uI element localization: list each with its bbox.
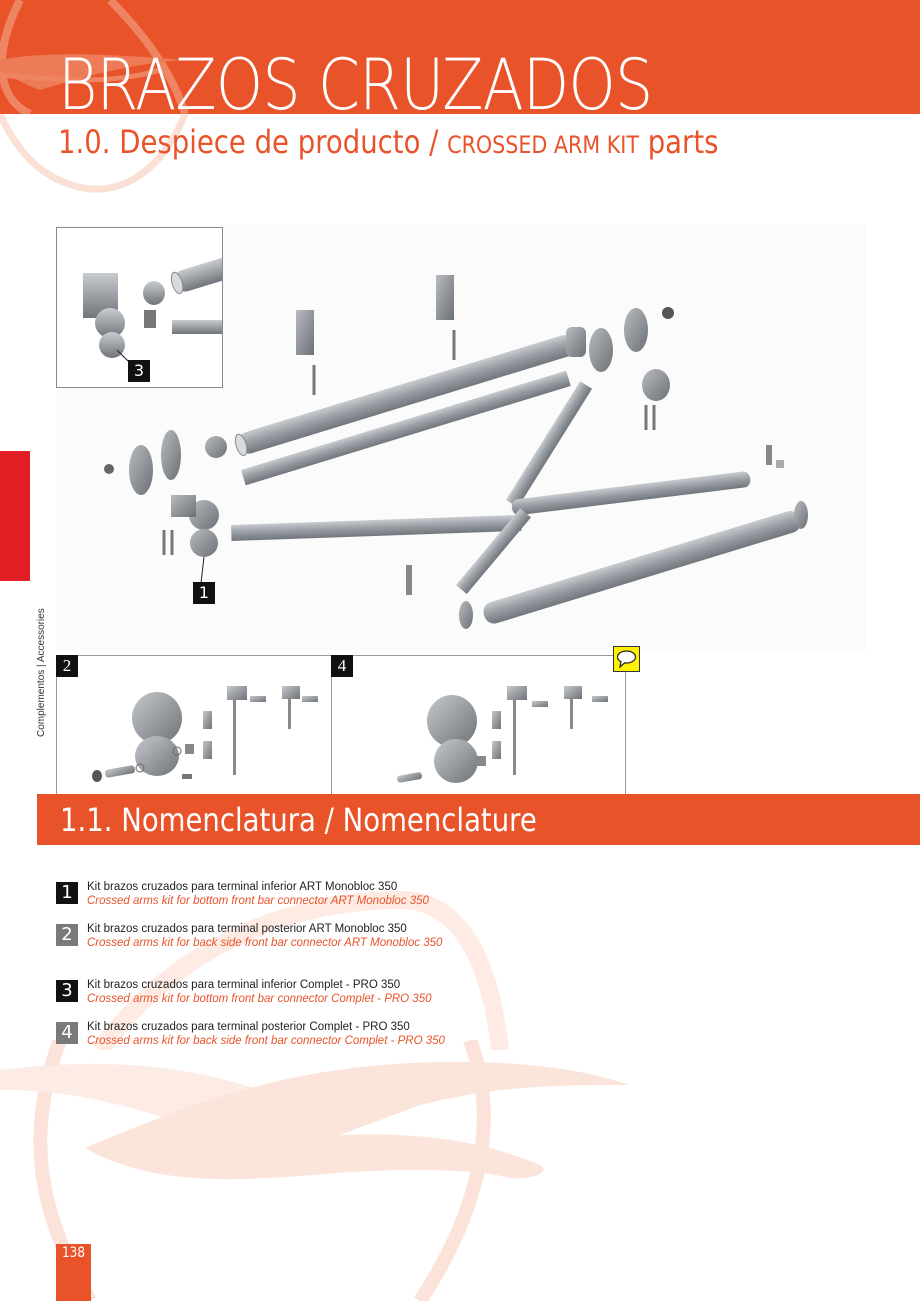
subtitle-caps: CROSSED ARM KIT [447,131,639,159]
item-number-badge: 3 [56,980,78,1002]
nomenclature-title: 1.1. Nomenclatura / Nomenclature [60,801,537,839]
detail-4-illustration [397,686,608,783]
item-description-en: Crossed arms kit for bottom front bar co… [87,993,432,1005]
item-description-es: Kit brazos cruzados para terminal inferi… [87,881,398,893]
detail-box-4 [331,655,626,795]
sidebar-category-tab [0,451,30,581]
exploded-diagram [56,225,866,650]
section-subtitle: 1.0. Despiece de producto / CROSSED ARM … [58,122,718,165]
callout-badge-3: 3 [128,360,150,382]
item-description-es: Kit brazos cruzados para terminal poster… [87,923,407,935]
item-description-en: Crossed arms kit for back side front bar… [87,1035,445,1047]
item-description-es: Kit brazos cruzados para terminal poster… [87,1021,410,1033]
page-number: 138 [61,1245,85,1261]
sidebar-category-label: Complementos | Accessories [36,608,47,737]
inset-detail-box-3 [56,227,234,388]
subtitle-spanish: 1.0. Despiece de producto / [58,123,448,161]
subtitle-suffix: parts [638,123,719,161]
item-description-en: Crossed arms kit for back side front bar… [87,937,443,949]
callout-badge-1: 1 [193,582,215,604]
nomenclature-header-band [37,794,920,845]
comment-annotation-button[interactable] [613,646,640,672]
item-number-badge: 2 [56,924,78,946]
item-number-badge: 1 [56,882,78,904]
detail-badge-4: 4 [331,655,353,677]
item-number-badge: 4 [56,1022,78,1044]
speech-bubble-icon [616,650,637,669]
item-description-en: Crossed arms kit for bottom front bar co… [87,895,429,907]
page-number-tab [56,1244,91,1301]
item-description-es: Kit brazos cruzados para terminal inferi… [87,979,401,991]
page-title: BRAZOS CRUZADOS [58,44,653,126]
detail-badge-2: 2 [56,655,78,677]
inset-detail-illustration [83,257,234,369]
detail-2-illustration [92,686,318,782]
detail-box-2 [56,655,332,795]
brand-watermark-icon [0,1040,630,1301]
